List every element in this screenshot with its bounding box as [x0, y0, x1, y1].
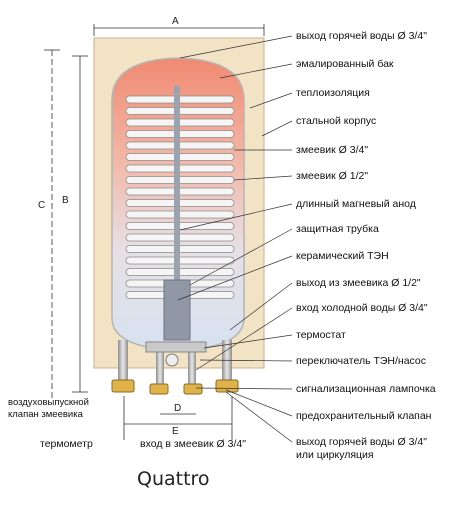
leader-line — [229, 282, 293, 331]
label-air-valve-1: воздуховыпускной — [8, 397, 89, 408]
anode-rod — [174, 86, 180, 306]
label-coil-34: змеевик Ø 3/4" — [296, 144, 369, 156]
heater-tube — [163, 279, 191, 341]
fitting-left — [111, 379, 135, 393]
leader-lines — [177, 35, 293, 443]
dimension-c: C — [38, 200, 46, 211]
leader-line — [219, 63, 293, 79]
leader-line — [195, 307, 293, 371]
control-flange — [145, 341, 207, 353]
leader-line — [261, 120, 293, 137]
caption: Quattro — [137, 468, 210, 490]
leader-line — [179, 203, 293, 231]
label-circulation: или циркуляция — [296, 449, 374, 461]
leader-line — [179, 35, 293, 59]
label-tube: защитная трубка — [296, 223, 379, 235]
leader-line — [233, 175, 293, 181]
dimension-a: A — [172, 16, 179, 27]
inlet-pipe-2 — [188, 350, 196, 392]
fitting-mid-2 — [183, 383, 203, 395]
leader-line — [189, 228, 293, 286]
label-thermometer: термометр — [40, 438, 93, 450]
fitting-right — [215, 379, 239, 393]
label-valve: предохранительный клапан — [296, 410, 432, 422]
label-coil-in: вход в змеевик Ø 3/4" — [140, 438, 246, 450]
label-hot-out: выход горячей воды Ø 3/4" — [296, 30, 427, 42]
label-thermostat: термостат — [296, 329, 346, 341]
label-coil-out: выход из змеевика Ø 1/2" — [296, 277, 421, 289]
label-enamel-tank: эмалированный бак — [296, 58, 394, 70]
leader-line — [199, 359, 293, 362]
dimension-d: D — [174, 403, 182, 414]
leader-line — [195, 387, 293, 390]
leader-line — [249, 92, 293, 109]
label-insulation: теплоизоляция — [296, 87, 370, 99]
label-cold-in: вход холодной воды Ø 3/4" — [296, 302, 428, 314]
dimension-e: E — [172, 426, 179, 437]
thermometer-dial — [165, 353, 179, 367]
label-air-valve-2: клапан змеевика — [8, 409, 83, 420]
leader-line — [177, 255, 293, 301]
left-pipe — [118, 340, 128, 392]
label-anode: длинный магневый анод — [296, 198, 416, 210]
inlet-pipe-1 — [156, 350, 164, 392]
dimension-b: B — [62, 195, 69, 206]
fitting-mid-1 — [149, 383, 169, 395]
dimension-lines — [44, 24, 265, 440]
label-steel-body: стальной корпус — [296, 115, 377, 127]
label-hot-out-2: выход горячей воды Ø 3/4" — [296, 436, 427, 448]
leader-line — [225, 391, 293, 443]
right-pipe — [222, 340, 232, 392]
label-coil-12: змеевик Ø 1/2" — [296, 170, 369, 182]
label-heater: керамический ТЭН — [296, 250, 389, 262]
label-lamp: сигнализационная лампочка — [296, 383, 436, 395]
leader-line — [225, 389, 293, 417]
leader-line — [203, 334, 293, 349]
label-switch: переключатель ТЭН/насос — [296, 355, 427, 367]
